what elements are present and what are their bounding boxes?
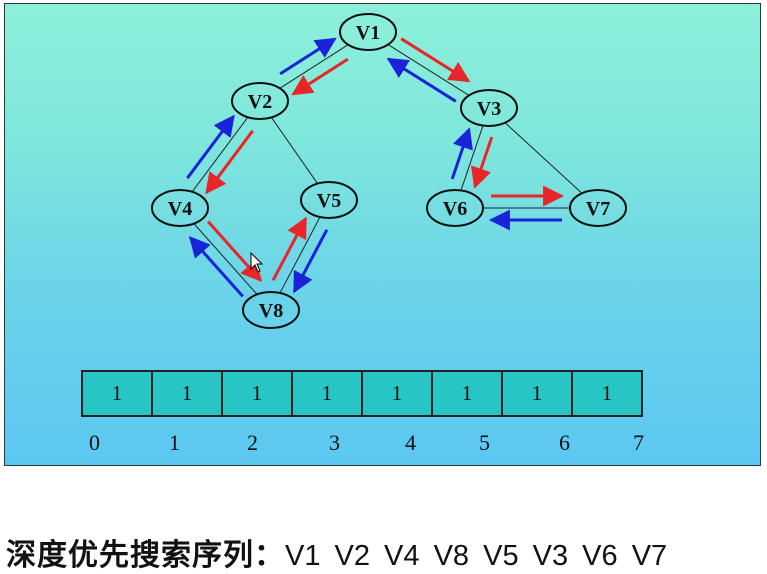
node-v2: V2 [231,82,289,120]
array-cell: 1 [501,370,573,417]
node-v5: V5 [300,181,358,219]
node-v6: V6 [426,189,484,227]
node-label: V7 [586,198,610,220]
arrow-blue-v8-v4 [188,236,244,298]
arrow-red-v3-v6 [471,136,494,189]
array-cell: 1 [361,370,433,417]
array-index-label: 5 [479,430,490,455]
arrow-blue-v5-v8 [293,229,329,294]
array-cell: 1 [571,370,643,417]
result-title: 深度优先搜索序列： [6,538,285,573]
edge-v5-v8 [279,216,321,294]
array-index-label: 3 [329,430,340,455]
node-label: V2 [248,91,272,113]
node-ellipse [151,189,209,227]
array-cell: 1 [151,370,223,417]
array-index-label: 0 [89,430,100,455]
node-label: V8 [259,300,283,322]
result-sequence: V1 V2 V4 V8 V5 V3 V6 V7 [285,540,668,572]
node-ellipse [300,181,358,219]
node-ellipse [460,89,518,127]
array-index-label: 4 [405,430,416,455]
node-v1: V1 [339,13,397,51]
node-ellipse [231,82,289,120]
node-label: V4 [168,198,192,220]
array-cell: 1 [431,370,503,417]
node-v7: V7 [569,189,627,227]
edge-v3-v6 [460,125,484,191]
array-cell: 1 [291,370,363,417]
edge-v3-v7 [504,122,583,194]
mouse-cursor-icon [250,252,264,273]
edge-v2-v5 [271,117,318,184]
arrow-red-v2-v4 [205,129,254,195]
dfs-result: 深度优先搜索序列：V1 V2 V4 V8 V5 V3 V6 V7 [6,530,667,574]
node-ellipse [339,13,397,51]
node-label: V6 [443,198,467,220]
arrow-red-v8-v5 [271,216,307,281]
node-ellipse [569,189,627,227]
array-index-label: 1 [169,430,180,455]
edge-v1-v3 [387,44,470,96]
edge-v1-v2 [279,44,349,89]
node-label: V1 [356,22,380,44]
edge-v4-v8 [193,223,258,295]
arrow-blue-v2-v1 [279,37,337,76]
array-cell: 1 [221,370,293,417]
array-index-label: 6 [559,430,570,455]
edge-v2-v4 [191,116,249,193]
node-v4: V4 [151,189,209,227]
node-ellipse [426,189,484,227]
arrow-red-v4-v8 [207,220,263,282]
array-index-label: 2 [247,430,258,455]
node-label: V3 [477,98,501,120]
arrow-blue-v4-v2 [186,114,235,180]
arrow-red-v1-v2 [291,57,349,96]
arrow-blue-v6-v3 [450,127,473,180]
node-v3: V3 [460,89,518,127]
node-label: V5 [317,190,341,212]
array-index-row: 0 1 2 3 4 5 6 7 [81,430,681,460]
arrow-blue-v3-v1 [386,57,457,103]
arrow-red-v1-v3 [400,37,471,83]
node-ellipse [242,291,300,329]
node-v8: V8 [242,291,300,329]
array-index-label: 7 [633,430,644,455]
array-cell: 1 [81,370,153,417]
